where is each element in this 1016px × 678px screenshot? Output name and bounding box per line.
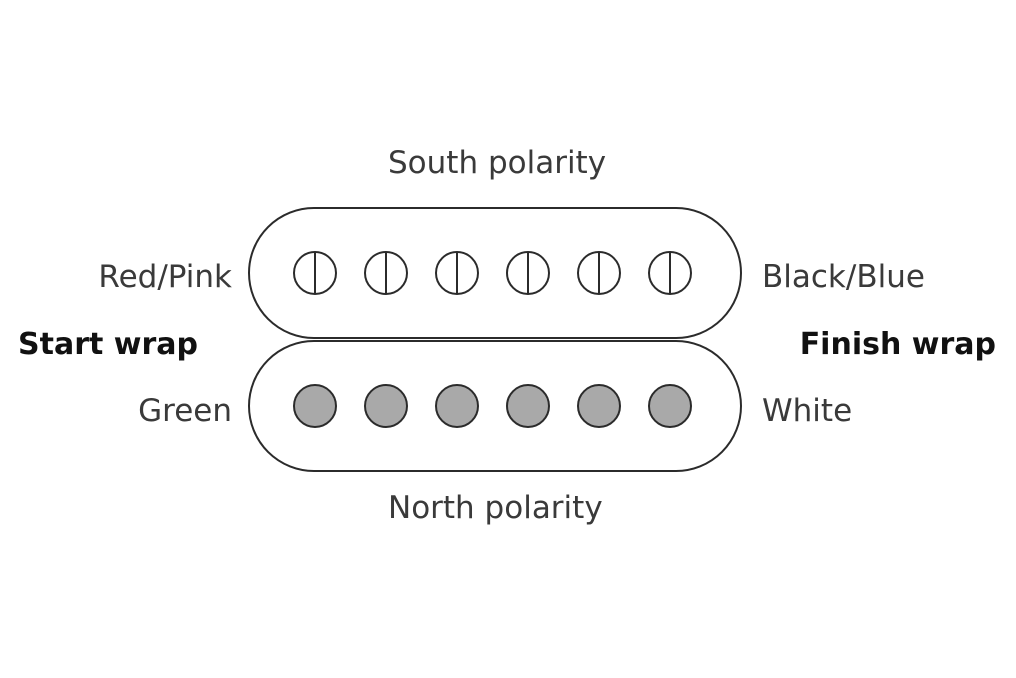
south-pole-piece xyxy=(364,251,408,295)
south-pole-piece xyxy=(293,251,337,295)
south-pole-piece xyxy=(506,251,550,295)
north-pole-piece xyxy=(293,384,337,428)
north-pole-piece xyxy=(435,384,479,428)
south-pole-piece xyxy=(648,251,692,295)
south-pole-piece xyxy=(577,251,621,295)
red-pink-wire-label: Red/Pink xyxy=(98,259,232,295)
south-pole-pieces xyxy=(293,251,692,295)
start-wrap-label: Start wrap xyxy=(18,327,198,362)
green-wire-label: Green xyxy=(138,393,232,429)
black-blue-wire-label: Black/Blue xyxy=(762,259,925,295)
north-pole-piece xyxy=(648,384,692,428)
north-pole-pieces xyxy=(293,384,692,428)
south-pole-piece xyxy=(435,251,479,295)
north-polarity-label: North polarity xyxy=(388,490,603,526)
south-polarity-label: South polarity xyxy=(388,145,607,181)
north-pole-piece xyxy=(364,384,408,428)
north-pole-piece xyxy=(577,384,621,428)
north-coil-bobbin xyxy=(248,340,742,472)
south-coil-bobbin xyxy=(248,207,742,339)
north-pole-piece xyxy=(506,384,550,428)
white-wire-label: White xyxy=(762,393,853,429)
finish-wrap-label: Finish wrap xyxy=(799,327,996,362)
